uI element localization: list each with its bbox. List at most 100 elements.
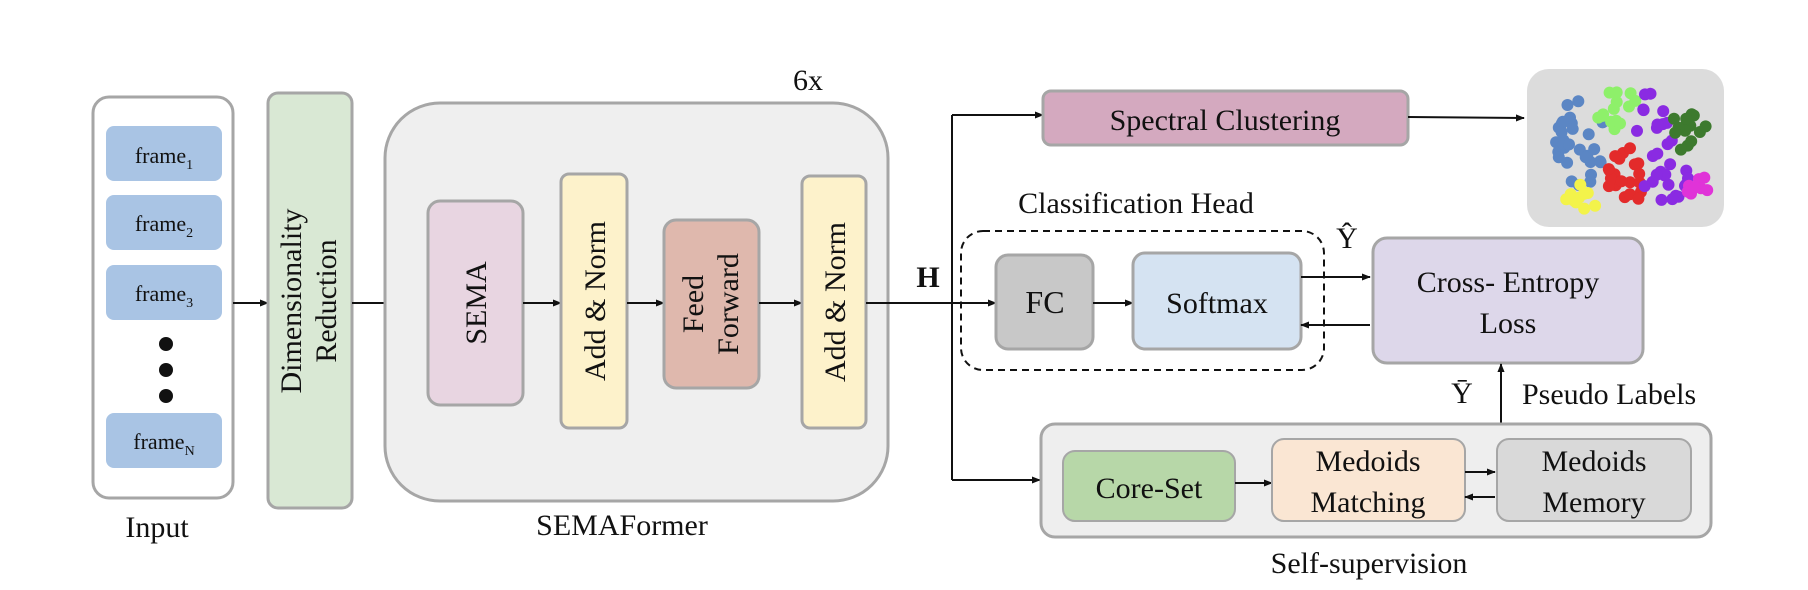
cluster-point (1602, 163, 1615, 176)
ellipsis-dots (159, 337, 173, 403)
cluster-point (1666, 193, 1679, 206)
cluster-point (1661, 138, 1674, 151)
svg-text:Forward: Forward (712, 253, 745, 355)
cluster-point (1639, 88, 1651, 101)
add-norm-2-box: Add & Norm (800, 174, 868, 430)
cluster-point (1655, 193, 1668, 206)
svg-text:Memory: Memory (1542, 486, 1645, 519)
y-bar-label: Ȳ (1451, 377, 1473, 410)
svg-text:Matching: Matching (1311, 486, 1426, 519)
cluster-point (1674, 143, 1687, 156)
sema-box: SEMA (426, 199, 525, 407)
cluster-point (1651, 118, 1664, 131)
h-label: H (916, 261, 939, 294)
semaformer-block: 6x SEMA Add & Norm Feed Forward Add & No… (383, 64, 890, 542)
cluster-point (1624, 176, 1637, 189)
cluster-point (1614, 117, 1626, 130)
y-hat-label: Ŷ (1336, 222, 1358, 255)
cluster-point (1668, 112, 1680, 125)
svg-text:frame3: frame3 (135, 281, 193, 311)
self-supervision-label: Self-supervision (1271, 547, 1468, 580)
cluster-point (1615, 175, 1628, 188)
cluster-point (1631, 124, 1643, 137)
self-supervision-block: Core-Set Medoids Matching Medoids Memory… (1039, 422, 1713, 580)
cluster-point (1657, 105, 1670, 118)
cluster-point (1659, 168, 1672, 181)
frame-1: frame1 (106, 126, 222, 181)
svg-text:Softmax: Softmax (1166, 287, 1268, 320)
cluster-point (1650, 168, 1663, 181)
cluster-point (1561, 99, 1574, 111)
cluster-point (1629, 94, 1642, 107)
cluster-point (1588, 143, 1601, 156)
cluster-point (1561, 156, 1574, 169)
cluster-point (1563, 138, 1575, 151)
dimred-line2: Reduction (310, 239, 343, 362)
cluster-point (1624, 142, 1636, 155)
cluster-point (1597, 108, 1610, 121)
svg-text:Medoids: Medoids (1542, 445, 1647, 478)
dimensionality-reduction-block: Dimensionality Reduction (266, 91, 354, 510)
classification-head-container (960, 230, 1325, 371)
frame-3: frame3 (106, 265, 222, 320)
cluster-point (1688, 181, 1701, 194)
cluster-point (1701, 184, 1714, 197)
cluster-dots (1550, 86, 1714, 215)
cluster-point (1633, 167, 1646, 180)
cluster-point (1651, 147, 1664, 160)
cluster-point (1664, 158, 1677, 171)
medoids-memory-box: Medoids Memory (1496, 438, 1692, 522)
svg-text:Spectral Clustering: Spectral Clustering (1110, 104, 1341, 137)
cluster-point (1578, 202, 1591, 215)
input-block: frame1 frame2 frame3 frameN Input (91, 95, 235, 544)
cluster-point (1628, 158, 1641, 171)
cluster-point (1604, 172, 1617, 185)
cluster-point (1698, 171, 1711, 184)
cross-entropy-loss-box: Cross- Entropy Loss (1371, 236, 1645, 365)
repeat-label: 6x (793, 64, 823, 97)
svg-text:Feed: Feed (677, 275, 710, 333)
cluster-point (1572, 95, 1585, 108)
pseudo-labels-label: Pseudo Labels (1522, 378, 1696, 411)
svg-text:frame1: frame1 (135, 143, 193, 173)
cluster-point (1607, 102, 1620, 115)
svg-text:Core-Set: Core-Set (1096, 472, 1203, 505)
cluster-point (1609, 150, 1622, 163)
svg-text:Medoids: Medoids (1316, 445, 1421, 478)
cluster-point (1662, 178, 1675, 191)
svg-text:FC: FC (1025, 284, 1064, 320)
add-norm-1-box: Add & Norm (559, 172, 629, 430)
svg-text:frameN: frameN (133, 429, 194, 459)
fc-box: FC (994, 253, 1095, 351)
dimred-line1: Dimensionality (275, 209, 308, 394)
cluster-point (1669, 126, 1682, 139)
cluster-point (1585, 168, 1597, 181)
svg-text:Cross- Entropy: Cross- Entropy (1417, 266, 1600, 299)
svg-text:frame2: frame2 (135, 211, 193, 241)
frame-2: frame2 (106, 195, 222, 250)
svg-text:SEMA: SEMA (460, 261, 493, 345)
softmax-box: Softmax (1131, 251, 1303, 351)
feed-forward-box: Feed Forward (662, 218, 761, 390)
cluster-point (1632, 192, 1645, 205)
cluster-point (1579, 151, 1592, 164)
cluster-point (1556, 115, 1569, 128)
cluster-point (1574, 178, 1587, 191)
cluster-point (1638, 180, 1651, 193)
medoids-matching-box: Medoids Matching (1271, 438, 1466, 522)
input-label: Input (125, 511, 189, 544)
semaformer-label: SEMAFormer (536, 509, 708, 542)
cluster-point (1685, 135, 1698, 148)
svg-text:Add & Norm: Add & Norm (579, 221, 612, 381)
core-set-box: Core-Set (1062, 450, 1236, 522)
arrow-spectral-to-clusters (1407, 114, 1525, 122)
cluster-point (1699, 120, 1712, 133)
svg-text:Loss: Loss (1480, 307, 1537, 340)
cluster-point (1555, 126, 1568, 138)
cluster-point (1594, 156, 1607, 169)
cluster-point (1578, 187, 1591, 200)
spectral-clustering-box: Spectral Clustering (1041, 89, 1410, 147)
cluster-point (1603, 86, 1616, 99)
frame-n: frameN (106, 413, 222, 468)
cluster-point (1589, 199, 1602, 212)
